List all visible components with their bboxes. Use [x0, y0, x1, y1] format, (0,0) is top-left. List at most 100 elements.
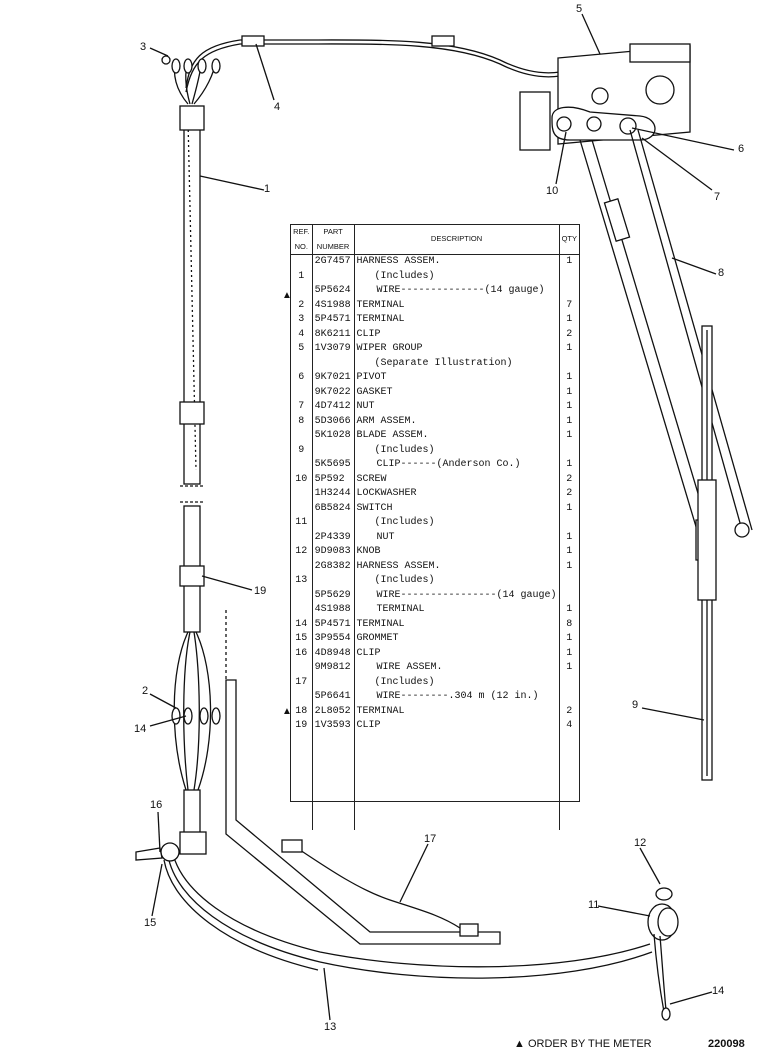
cell-text: 3P9554 [314, 633, 351, 644]
cell-text: 1 [566, 531, 573, 543]
cell-text: CLIP------(Anderson Co.) [376, 459, 521, 470]
cell-part: 1V3593 [312, 719, 355, 734]
cell-desc: WIPER GROUP [354, 342, 560, 357]
cell-ref [291, 429, 313, 444]
cell-text: 1 [566, 604, 573, 615]
cell-text: 1 [566, 372, 573, 383]
cell-ref: 13 [291, 574, 313, 589]
cell-part: 2G7457 [312, 254, 355, 270]
cell-ref [291, 487, 313, 502]
cell-desc: TERMINAL [354, 298, 560, 313]
cell-desc: GASKET [354, 385, 560, 400]
cell-qty: 2 [559, 328, 579, 343]
cell-desc: TERMINAL [354, 704, 560, 719]
table-row: 9(Includes) [291, 443, 579, 458]
cell-part [312, 356, 355, 371]
cell-text: 5P4571 [314, 618, 351, 630]
cell-text: 19 [295, 720, 308, 731]
cell-qty: 1 [559, 545, 579, 560]
cell-text: TERMINAL [356, 299, 405, 311]
cell-qty [559, 676, 579, 691]
cell-qty: 1 [559, 661, 579, 676]
cell-ref: 16 [291, 646, 313, 661]
cell-text: 5P4571 [314, 314, 351, 325]
cell-text: 11 [295, 517, 308, 528]
cell-part: 1V3079 [312, 342, 355, 357]
cell-text: 1 [566, 430, 573, 441]
cell-text: TERMINAL [356, 314, 405, 325]
cell-text: 1 [566, 459, 573, 470]
clip-16 [135, 847, 163, 861]
cell-text: 5 [298, 343, 305, 354]
cell-qty: 1 [559, 458, 579, 473]
panel [225, 679, 501, 945]
cell-part [312, 269, 355, 284]
cell-desc: TERMINAL [354, 617, 560, 632]
cell-text: 1 [566, 415, 573, 427]
cell-ref: 9 [291, 443, 313, 458]
cell-desc: (Includes) [354, 516, 560, 531]
cell-part: 8K6211 [312, 327, 355, 342]
cell-part: 6B5824 [312, 501, 355, 516]
cell-text: 1H3244 [314, 488, 351, 499]
cell-text: WIPER GROUP [356, 343, 423, 354]
cell-ref: 15 [291, 632, 313, 647]
figure-number: 220098 [708, 1038, 745, 1050]
cell-qty [559, 589, 579, 604]
order-by-meter-marker: ▲ [282, 706, 292, 717]
cell-text: HARNESS ASSEM. [356, 560, 441, 572]
cell-text: 5P6641 [314, 691, 351, 702]
cell-text: 1 [566, 502, 573, 514]
cell-text: SWITCH [356, 502, 393, 514]
cell-part: 4D7412 [312, 400, 355, 415]
cell-text: 13 [295, 575, 308, 586]
cell-ref: 1 [291, 269, 313, 284]
callout-11: 11 [588, 899, 600, 911]
cell-ref [291, 530, 313, 545]
cell-text: (Separate Illustration) [374, 357, 513, 369]
cell-desc: CLIP [354, 646, 560, 661]
parts-list-table: REF. NO. PART NUMBER DESCRIPTION QTY 2G7… [290, 224, 580, 830]
cell-text: NUT [356, 401, 375, 412]
cell-qty: 7 [559, 299, 579, 314]
cell-text: 2 [566, 705, 573, 717]
cell-text: 2 [566, 488, 573, 499]
cell-text: 1 [566, 647, 573, 659]
wire-assem-17 [299, 849, 461, 929]
cell-desc: CLIP [354, 327, 560, 342]
cell-text: CLIP [356, 720, 381, 731]
clip-19 [179, 565, 205, 587]
harness-13-cable [171, 849, 651, 968]
cell-part [312, 675, 355, 690]
cell-ref [291, 588, 313, 603]
callout-14: 14 [134, 723, 147, 735]
cell-ref: 12 [291, 545, 313, 560]
cell-ref: 14 [291, 617, 313, 632]
cell-part: 5P4571 [312, 313, 355, 328]
cell-text: 4 [298, 328, 305, 340]
cell-text: 1 [566, 633, 573, 644]
cell-desc: WIRE ASSEM. [354, 661, 560, 676]
callout-2: 2 [142, 685, 149, 697]
cell-text: 5D3066 [314, 415, 351, 427]
clip-4 [241, 35, 265, 47]
cell-text: 8 [566, 618, 573, 630]
cell-desc: (Separate Illustration) [354, 356, 560, 371]
cell-text: 12 [295, 546, 308, 557]
cell-qty [559, 516, 579, 531]
cell-qty: 1 [559, 400, 579, 415]
cell-text: 6B5824 [314, 502, 351, 514]
cell-text: 2P4339 [314, 531, 351, 543]
cell-part: 5P5624 [312, 284, 355, 299]
cell-ref: 10 [291, 472, 313, 487]
callout-12: 12 [634, 837, 647, 849]
cell-part: 9D9083 [312, 545, 355, 560]
